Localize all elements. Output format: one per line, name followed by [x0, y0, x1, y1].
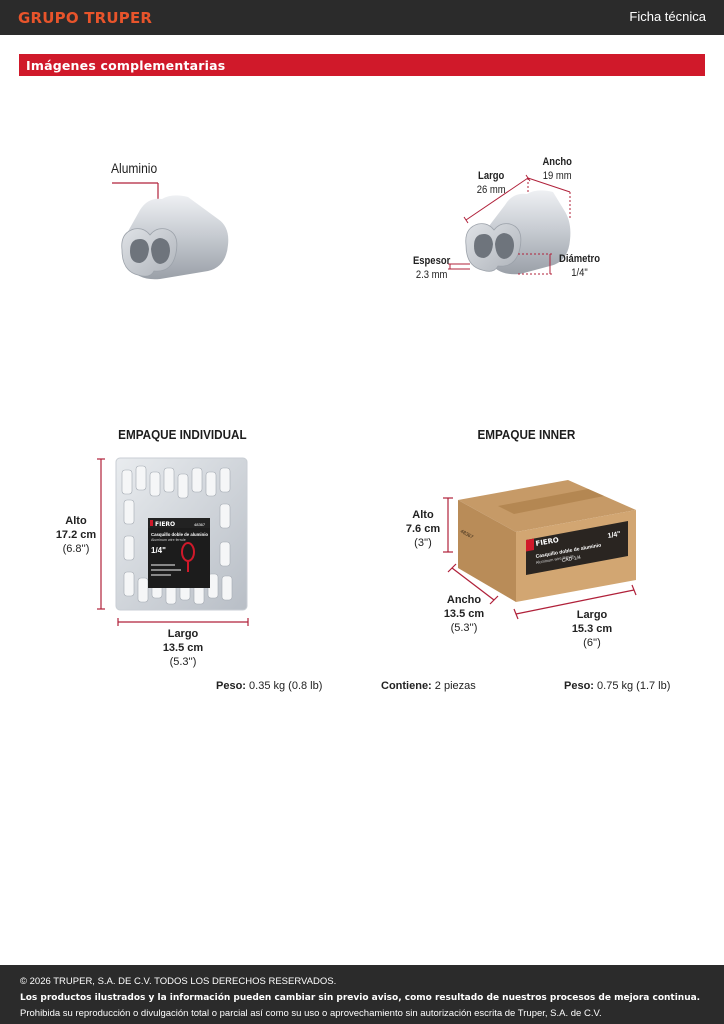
inner-peso-value: 0.75 kg (1.7 lb): [593, 680, 671, 692]
footer-prohibition: Prohibida su reproducción o divulgación …: [20, 1008, 602, 1019]
box-code: CAD-1/4: [561, 555, 581, 564]
dim-diametro-label: Diámetro: [558, 253, 601, 265]
individual-title: EMPAQUE INDIVIDUAL: [118, 427, 247, 442]
inner-contiene-value: 2 piezas: [431, 680, 476, 692]
dim-ancho-value: 19 mm: [542, 170, 572, 182]
dim-diametro: Diámetro 1/4": [558, 252, 601, 280]
box-subtitle: Aluminum wire ferrule: [535, 553, 575, 565]
dim-espesor-value: 2.3 mm: [415, 269, 448, 281]
inner-peso: Peso: 0.75 kg (1.7 lb): [564, 680, 670, 692]
inner-largo-cm: 15.3 cm: [571, 623, 613, 635]
dim-diametro-value: 1/4": [571, 267, 588, 279]
bag-subtitle: Aluminum wire ferrule: [151, 538, 186, 542]
bag-product: Casquillo doble de aluminio: [151, 532, 208, 537]
dim-ancho: Ancho 19 mm: [540, 155, 574, 183]
dim-espesor-label: Espesor: [412, 255, 451, 267]
individual-largo-label: Largo: [167, 628, 199, 640]
inner-alto-in: (3''): [414, 537, 432, 549]
individual-peso: Peso: 0.35 kg (0.8 lb): [216, 680, 322, 692]
dim-largo-label: Largo: [478, 170, 505, 182]
top-bar: GRUPO TRUPER Ficha técnica: [0, 0, 724, 35]
individual-peso-label: Peso:: [216, 680, 246, 692]
inner-largo: Largo 15.3 cm (6''): [566, 608, 618, 650]
bag-sku: 48367: [194, 522, 206, 527]
individual-alto-label: Alto: [65, 515, 87, 527]
individual-largo: Largo 13.5 cm (5.3''): [158, 627, 208, 669]
box-brand: FIERO: [535, 536, 560, 548]
inner-ancho: Ancho 13.5 cm (5.3''): [438, 593, 490, 635]
inner-contiene: Contiene: 2 piezas: [381, 680, 476, 692]
inner-alto-label: Alto: [412, 509, 434, 521]
dim-largo-value: 26 mm: [476, 184, 506, 196]
document-type: Ficha técnica: [629, 9, 706, 24]
ferrule-dimension-image: [448, 174, 571, 275]
footer-copyright: © 2026 TRUPER, S.A. DE C.V. TODOS LOS DE…: [20, 976, 337, 987]
inner-peso-label: Peso:: [564, 680, 594, 692]
inner-largo-in: (6''): [583, 637, 601, 649]
inner-alto: Alto 7.6 cm (3''): [400, 508, 446, 550]
inner-largo-label: Largo: [576, 609, 608, 621]
inner-ancho-label: Ancho: [446, 594, 482, 606]
section-title: Imágenes complementarias: [26, 58, 226, 73]
inner-title: EMPAQUE INNER: [477, 427, 576, 442]
inner-contiene-label: Contiene:: [381, 680, 432, 692]
footer-notice: Los productos ilustrados y la informació…: [20, 993, 701, 1003]
brand-logo: GRUPO TRUPER: [18, 9, 153, 27]
ferrule-material-image: [112, 182, 229, 280]
individual-alto-in: (6.8''): [62, 543, 90, 555]
individual-largo-cm: 13.5 cm: [162, 642, 204, 654]
inner-ancho-cm: 13.5 cm: [443, 608, 485, 620]
individual-peso-value: 0.35 kg (0.8 lb): [245, 680, 323, 692]
inner-ancho-in: (5.3''): [450, 622, 478, 634]
dim-espesor: Espesor 2.3 mm: [411, 254, 452, 282]
dim-largo: Largo 26 mm: [474, 169, 508, 197]
box-size: 1/4": [607, 531, 621, 540]
box-image: FIERO Casquillo doble de aluminio Alumin…: [443, 480, 637, 620]
dim-ancho-label: Ancho: [542, 156, 572, 168]
individual-alto: Alto 17.2 cm (6.8''): [52, 514, 100, 556]
footer: © 2026 TRUPER, S.A. DE C.V. TODOS LOS DE…: [0, 965, 724, 1024]
inner-alto-cm: 7.6 cm: [405, 523, 441, 535]
individual-alto-cm: 17.2 cm: [55, 529, 97, 541]
individual-largo-in: (5.3''): [169, 656, 197, 668]
bag-image: FIERO 48367 Casquillo doble de aluminio …: [97, 457, 249, 626]
bag-size: 1/4": [151, 546, 166, 555]
bag-brand: FIERO: [155, 521, 175, 528]
material-label: Aluminio: [111, 160, 158, 176]
section-header: Imágenes complementarias: [19, 54, 705, 76]
